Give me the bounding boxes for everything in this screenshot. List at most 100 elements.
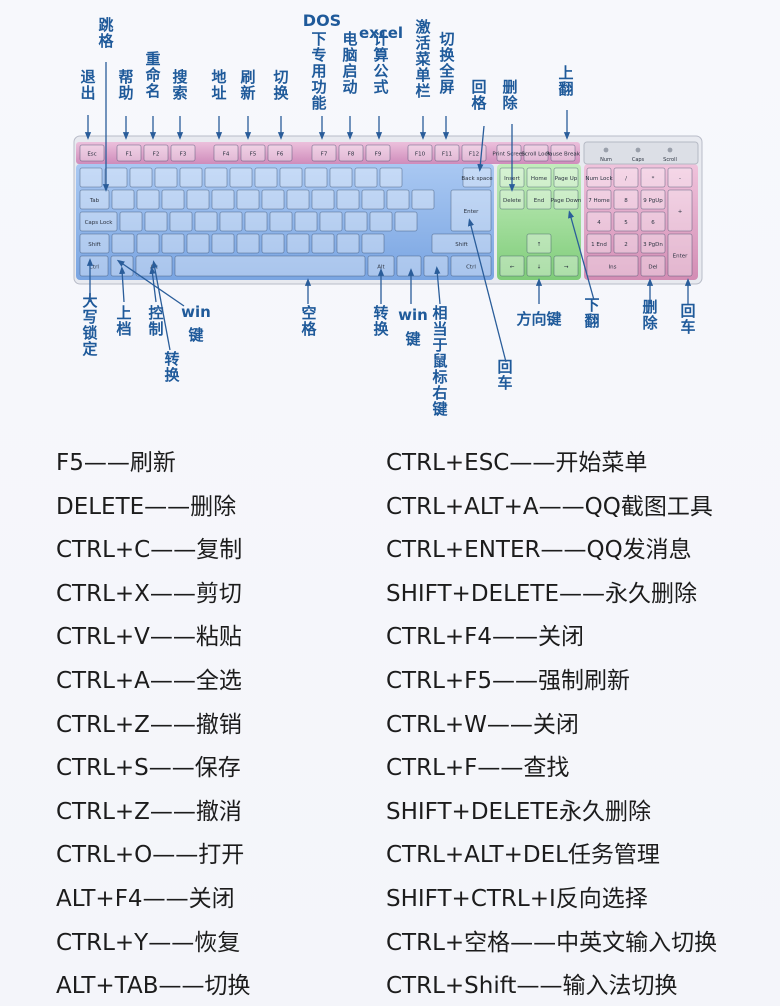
svg-text:Shift: Shift bbox=[455, 242, 468, 248]
shortcut-right-9: CTRL+ALT+DEL任务管理 bbox=[386, 842, 660, 869]
fn-key-f9: F9 bbox=[365, 144, 391, 162]
main-key-r0-9 bbox=[304, 167, 328, 188]
main-key-r2-5 bbox=[219, 211, 243, 232]
left-ctrl-key: Ctrl bbox=[79, 255, 109, 277]
svg-text:F1: F1 bbox=[126, 152, 133, 158]
bottom-label-10: 相当于鼠标右键 bbox=[431, 304, 447, 418]
main-key-r2-11 bbox=[369, 211, 393, 232]
svg-text:→: → bbox=[564, 265, 569, 271]
shortcut-right-5: CTRL+F5——强制刷新 bbox=[386, 668, 631, 694]
shortcut-left-5: CTRL+A——全选 bbox=[56, 668, 242, 694]
main-key-r1-0: Tab bbox=[79, 189, 110, 210]
numpad-key-0-3: - bbox=[667, 167, 693, 188]
numpad-key-1-1: 8 bbox=[613, 189, 639, 210]
main-key-r3-3 bbox=[161, 233, 185, 254]
shortcut-left-1: DELETE——删除 bbox=[56, 493, 237, 520]
main-key-r3-2 bbox=[136, 233, 160, 254]
main-key-r0-1 bbox=[104, 167, 128, 188]
sys-key-1: Scroll Lock bbox=[521, 144, 551, 162]
main-key-r3-7 bbox=[261, 233, 285, 254]
shortcut-left-3: CTRL+X——剪切 bbox=[56, 580, 242, 607]
fn-key-f8: F8 bbox=[338, 144, 364, 162]
main-key-r2-10 bbox=[344, 211, 368, 232]
main-key-r1-8 bbox=[286, 189, 310, 210]
main-key-r0-0 bbox=[79, 167, 103, 188]
numpad-key-1-0: 7 Home bbox=[586, 189, 612, 210]
main-key-r1-9 bbox=[311, 189, 335, 210]
main-key-r1-4 bbox=[186, 189, 210, 210]
raised-label-tab: 跳格 bbox=[98, 16, 114, 50]
raised-label-dos: DOS bbox=[303, 11, 341, 30]
main-key-r1-1 bbox=[111, 189, 135, 210]
main-key-r2-2 bbox=[144, 211, 168, 232]
right-alt-key: Alt bbox=[367, 255, 395, 277]
svg-text:F6: F6 bbox=[277, 152, 284, 158]
shortcut-right-2: CTRL+ENTER——QQ发消息 bbox=[386, 537, 692, 564]
nav-key-2: Page Up bbox=[553, 167, 579, 188]
svg-text:3 PgDn: 3 PgDn bbox=[643, 242, 663, 248]
numpad-enter-key: Enter bbox=[667, 233, 693, 277]
main-key-r2-0: Caps Lock bbox=[79, 211, 118, 232]
top-label-4: 地址 bbox=[211, 68, 226, 102]
numpad-key-3-2: 3 PgDn bbox=[640, 233, 666, 254]
shortcut-right-10: SHIFT+CTRL+I反向选择 bbox=[386, 886, 648, 912]
label-layer: 退出帮助重命名搜索地址刷新切换下专用功能电脑启动计算公式激活菜单栏切换全屏回格删… bbox=[80, 11, 695, 418]
shortcut-right-8: SHIFT+DELETE永久删除 bbox=[386, 798, 651, 825]
arrow-right-key: → bbox=[553, 255, 579, 277]
shortcut-left-0: F5——刷新 bbox=[56, 450, 176, 476]
main-key-r2-12 bbox=[394, 211, 418, 232]
shortcut-left-4: CTRL+V——粘贴 bbox=[56, 624, 242, 651]
bottom-label-11: 回车 bbox=[497, 358, 512, 392]
svg-text:Ctrl: Ctrl bbox=[89, 265, 99, 271]
svg-text:5: 5 bbox=[624, 220, 628, 226]
svg-text:Enter: Enter bbox=[673, 254, 689, 260]
main-key-r2-4 bbox=[194, 211, 218, 232]
main-key-r0-7 bbox=[254, 167, 278, 188]
svg-text:2: 2 bbox=[624, 242, 628, 248]
main-key-r0-8 bbox=[279, 167, 303, 188]
svg-text:+: + bbox=[678, 209, 683, 215]
shortcut-right-4: CTRL+F4——关闭 bbox=[386, 624, 585, 651]
main-key-r3-6 bbox=[236, 233, 260, 254]
bottom-label-14: 删除 bbox=[642, 298, 658, 332]
top-label-8: 电脑启动 bbox=[342, 30, 357, 96]
svg-text:Shift: Shift bbox=[88, 242, 101, 248]
svg-text:Caps: Caps bbox=[632, 157, 645, 163]
main-key-r2-3 bbox=[169, 211, 193, 232]
shortcut-left-10: ALT+F4——关闭 bbox=[56, 886, 235, 912]
shortcut-left-9: CTRL+O——打开 bbox=[56, 842, 245, 869]
top-label-0: 退出 bbox=[80, 68, 95, 102]
svg-text:6: 6 bbox=[651, 220, 655, 226]
arrow-backspace bbox=[477, 125, 485, 172]
nav-key-block bbox=[497, 164, 581, 280]
numpad-key-1-2: 9 PgUp bbox=[640, 189, 666, 210]
top-label-6: 切换 bbox=[273, 68, 289, 102]
top-label-10: 激活菜单栏 bbox=[414, 18, 431, 100]
main-key-r2-8 bbox=[294, 211, 318, 232]
main-key-r0-12 bbox=[379, 167, 403, 188]
svg-text:/: / bbox=[625, 176, 627, 182]
shortcut-right-6: CTRL+W——关闭 bbox=[386, 711, 579, 738]
numpad-key-2-0: 4 bbox=[586, 211, 612, 232]
fn-key-f7: F7 bbox=[311, 144, 337, 162]
nav-key-3: Delete bbox=[499, 189, 525, 210]
bottom-label-7: 转换 bbox=[373, 304, 389, 338]
svg-text:F10: F10 bbox=[415, 152, 426, 158]
main-key-r3-4 bbox=[186, 233, 210, 254]
main-key-r0-11 bbox=[354, 167, 378, 188]
numpad-block bbox=[584, 164, 698, 280]
indicator-num: Num bbox=[600, 147, 612, 163]
arrow-down-key: ↓ bbox=[526, 255, 552, 277]
svg-text:Pause Break: Pause Break bbox=[546, 152, 581, 158]
svg-text:Enter: Enter bbox=[464, 209, 480, 215]
main-key-r0-10 bbox=[329, 167, 353, 188]
bottom-label-13: 下翻 bbox=[584, 296, 599, 330]
top-label-2: 重命名 bbox=[144, 50, 161, 100]
nav-key-1: Home bbox=[526, 167, 552, 188]
svg-text:End: End bbox=[534, 198, 544, 204]
bottom-label-2: 控制 bbox=[148, 304, 163, 338]
main-key-r1-12 bbox=[386, 189, 410, 210]
fn-key-f1: F1 bbox=[116, 144, 142, 162]
nav-key-4: End bbox=[526, 189, 552, 210]
svg-text:F9: F9 bbox=[375, 152, 382, 158]
